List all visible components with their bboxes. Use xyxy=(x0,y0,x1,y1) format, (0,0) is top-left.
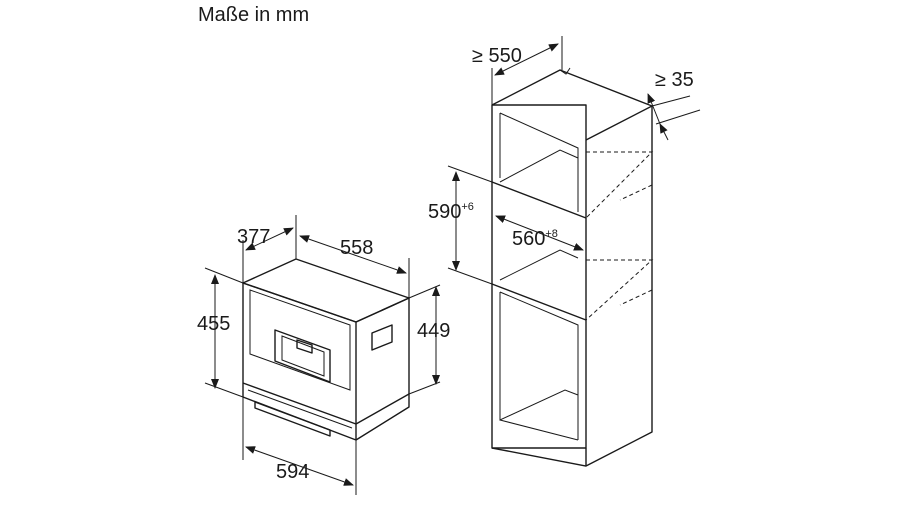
niche-hidden-shelf xyxy=(585,259,654,321)
dim-label-550: ≥ 550 xyxy=(472,45,522,67)
dim-line-550 xyxy=(494,43,559,76)
niche-upper-shelf xyxy=(499,149,579,183)
dim-label-377: 377 xyxy=(237,226,270,248)
niche-hidden-top xyxy=(585,151,654,219)
side-grip xyxy=(371,324,393,351)
dim-line-594 xyxy=(245,446,354,486)
dim-label-594: 594 xyxy=(276,461,309,483)
appliance-drawing xyxy=(242,258,410,441)
drawer-front-line xyxy=(247,389,353,429)
dim-label-455: 455 xyxy=(197,313,230,335)
drawer-handle xyxy=(254,401,331,437)
appliance-dimensions: 377 558 455 449 594 xyxy=(197,215,450,495)
shelf-upper-front xyxy=(491,181,587,219)
appliance-base xyxy=(242,397,410,441)
cabinet-side xyxy=(491,106,653,467)
cabinet-drawing xyxy=(491,67,654,467)
dim-label-35: ≥ 35 xyxy=(655,69,694,91)
niche-lower xyxy=(499,291,579,440)
coffee-outlet xyxy=(296,339,313,354)
shelf-mid-front xyxy=(491,283,587,321)
niche-mid-shelf xyxy=(499,249,579,281)
dim-line-35 xyxy=(647,93,661,125)
dim-label-560-tolerance: +8 xyxy=(545,228,558,240)
dim-label-560: 560+8 xyxy=(512,228,558,250)
drawing-title: Maße in mm xyxy=(198,4,310,26)
dim-label-558: 558 xyxy=(340,237,373,259)
dispensing-niche xyxy=(274,329,331,383)
dim-label-449: 449 xyxy=(417,320,450,342)
dim-line-558 xyxy=(299,235,407,274)
drawer-top-edge xyxy=(242,382,410,425)
cabinet-top xyxy=(491,69,653,141)
appliance-front-frame xyxy=(242,282,357,441)
niche-top-inner xyxy=(499,112,579,212)
dim-label-590: 590+6 xyxy=(428,201,474,223)
dim-line-377 xyxy=(245,227,294,251)
dispensing-niche-inner xyxy=(281,335,325,377)
cabinet-front xyxy=(491,104,587,449)
dim-label-590-tolerance: +6 xyxy=(461,201,474,213)
appliance-front-inner xyxy=(249,289,351,391)
cabinet-dimensions: ≥ 550 ≥ 35 590+6 560+8 xyxy=(428,36,701,285)
dim-line-560 xyxy=(495,215,584,251)
appliance-top xyxy=(242,258,410,323)
